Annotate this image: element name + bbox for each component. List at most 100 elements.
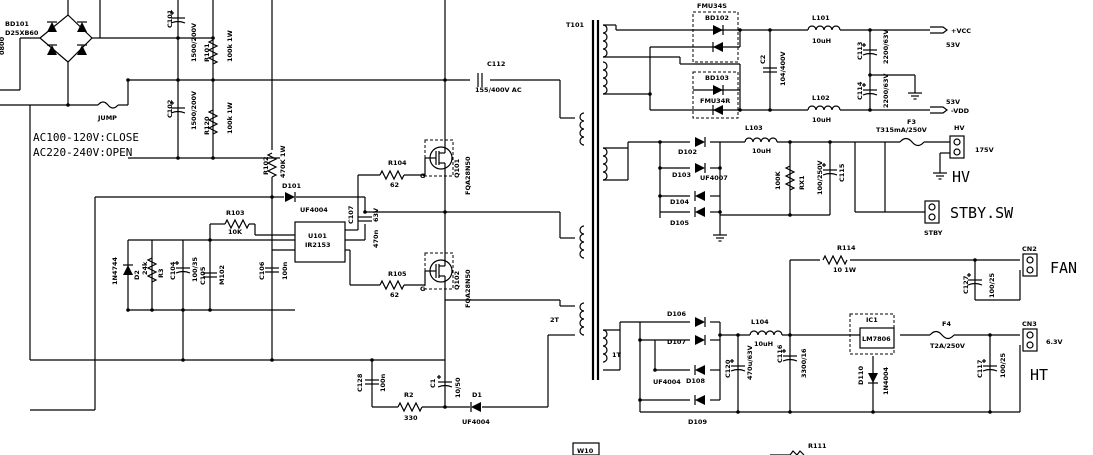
c104-ref: C104: [169, 261, 177, 280]
c114-ref: C114: [856, 81, 864, 100]
c2-value: 104/400V: [779, 51, 787, 86]
r120-value: 100k 1W: [226, 102, 234, 134]
r2-ref: R2: [404, 391, 414, 399]
f3-value: T315mA/250V: [876, 126, 927, 134]
d106-ref: D106: [667, 310, 686, 318]
ac-open-note: AC220-240V:OPEN: [33, 146, 132, 159]
bulk-capacitor-bank: [68, 0, 445, 159]
bd102-box: [692, 11, 739, 63]
c105-value: M102: [218, 265, 226, 285]
f3-ref: F3: [907, 118, 916, 126]
d104-ref: D104: [670, 198, 689, 206]
d101-ref: D101: [282, 182, 301, 190]
c104-value: 100/35: [191, 257, 199, 282]
c2-ref: C2: [759, 55, 767, 64]
cn3-ref: CN3: [1022, 320, 1037, 328]
edge-text: 0800: [0, 36, 6, 55]
r101-ref: R101: [203, 43, 211, 62]
r104-ref: R104: [388, 159, 407, 167]
hv-big-label: HV: [952, 168, 970, 186]
r121-value: 100K: [774, 170, 782, 190]
bridge-rectifier-bd101: [0, 0, 101, 106]
cn3-voltage: 6.3V: [1046, 338, 1063, 346]
fmu34s-label: FMU34S: [697, 2, 727, 10]
d2-part: 1N4744: [111, 256, 119, 285]
r120-ref: R120: [203, 116, 211, 135]
c115-value: 100/250V: [816, 160, 824, 195]
r105-value: 62: [390, 291, 399, 299]
r105-ref: R105: [388, 270, 407, 278]
c102-ref: C102: [166, 100, 174, 118]
cn2-ref: CN2: [1022, 245, 1037, 253]
c106-value: 100n: [281, 261, 289, 280]
bottom-box: [572, 442, 600, 455]
d108-ref: D108: [686, 377, 705, 385]
t101-label: T101: [566, 21, 584, 29]
c120-value: 470u/63V: [746, 345, 754, 380]
l101-value: 10uH: [812, 37, 831, 45]
vdd-voltage: 53V: [946, 98, 960, 106]
r3-ref: R3: [157, 268, 165, 278]
gate-drive-wiring: [30, 158, 426, 411]
d1-ref: D1: [472, 391, 482, 399]
ic1-regulator: [859, 327, 895, 349]
svg-text:G: G: [420, 285, 425, 293]
c107-ref: C107: [347, 206, 355, 224]
l102-ref: L102: [812, 94, 830, 102]
d2-value: 24k: [141, 261, 149, 275]
bd101-ref: BD101: [5, 20, 29, 28]
l104-ref: L104: [751, 318, 769, 326]
c107-v1: 63V: [372, 208, 380, 222]
c128-ref: C128: [356, 373, 364, 392]
c101-ref: C101: [166, 9, 174, 28]
c1-value: 10/50: [454, 377, 462, 398]
q101-ref: Q101: [453, 158, 461, 178]
fmu34r-label: FMU34R: [700, 97, 730, 105]
c114-value: 2200/63V: [882, 73, 890, 108]
bd103-ref: BD103: [705, 74, 729, 82]
l102-value: 10uH: [812, 116, 831, 124]
low-voltage-section: [603, 259, 1021, 413]
vdd-label: -VDD: [951, 107, 970, 115]
c107-v2: 470n: [372, 229, 380, 248]
c115-ref: C115: [838, 163, 846, 182]
stby-ref: STBY: [924, 229, 943, 237]
uf4004-label: UF4004: [653, 378, 681, 386]
main-rail-rectifier: [603, 24, 930, 111]
stby-big-label: STBY.SW: [950, 204, 1014, 222]
c1-ref: C1: [429, 378, 437, 388]
c106-ref: C106: [258, 261, 266, 280]
bd101-value: D25XB60: [5, 29, 39, 37]
vcc-voltage: 53V: [946, 41, 960, 49]
r102-ref: R102: [262, 156, 270, 175]
r103-ref: R103: [226, 209, 245, 217]
f4-value: T2A/250V: [930, 342, 965, 350]
ht-connector: [1022, 328, 1038, 352]
u101-value: IR2153: [305, 241, 331, 249]
d110-value: 1N4004: [882, 366, 890, 395]
c117-value: 100/25: [999, 353, 1007, 378]
c105-ref: C105: [199, 266, 207, 285]
r121-ref: RX1: [798, 175, 806, 190]
l103-value: 10uH: [752, 147, 771, 155]
half-bridge-section: [267, 0, 575, 360]
c128-value: 100n: [379, 373, 387, 392]
d1-value: UF4004: [462, 418, 490, 426]
vcc-terminal: [930, 26, 948, 34]
c112-value: 155/400V AC: [475, 86, 522, 94]
ic1-value: LM7806: [862, 335, 891, 343]
r103-value: 10K: [228, 228, 243, 236]
r101-value: 100k 1W: [226, 30, 234, 62]
c102-value: 1500/200V: [190, 91, 198, 130]
d103-ref: D103: [672, 171, 691, 179]
r104-value: 62: [390, 181, 399, 189]
fan-connector: [1022, 253, 1038, 277]
fan-label: FAN: [1050, 259, 1077, 277]
ht-label: HT: [1030, 366, 1048, 384]
q102-ref: Q102: [453, 271, 461, 290]
stby-connector: [924, 200, 940, 224]
bottom-feedback-wiring: [29, 105, 575, 413]
c117-ref: C117: [976, 360, 984, 378]
r2-value: 330: [404, 414, 418, 422]
